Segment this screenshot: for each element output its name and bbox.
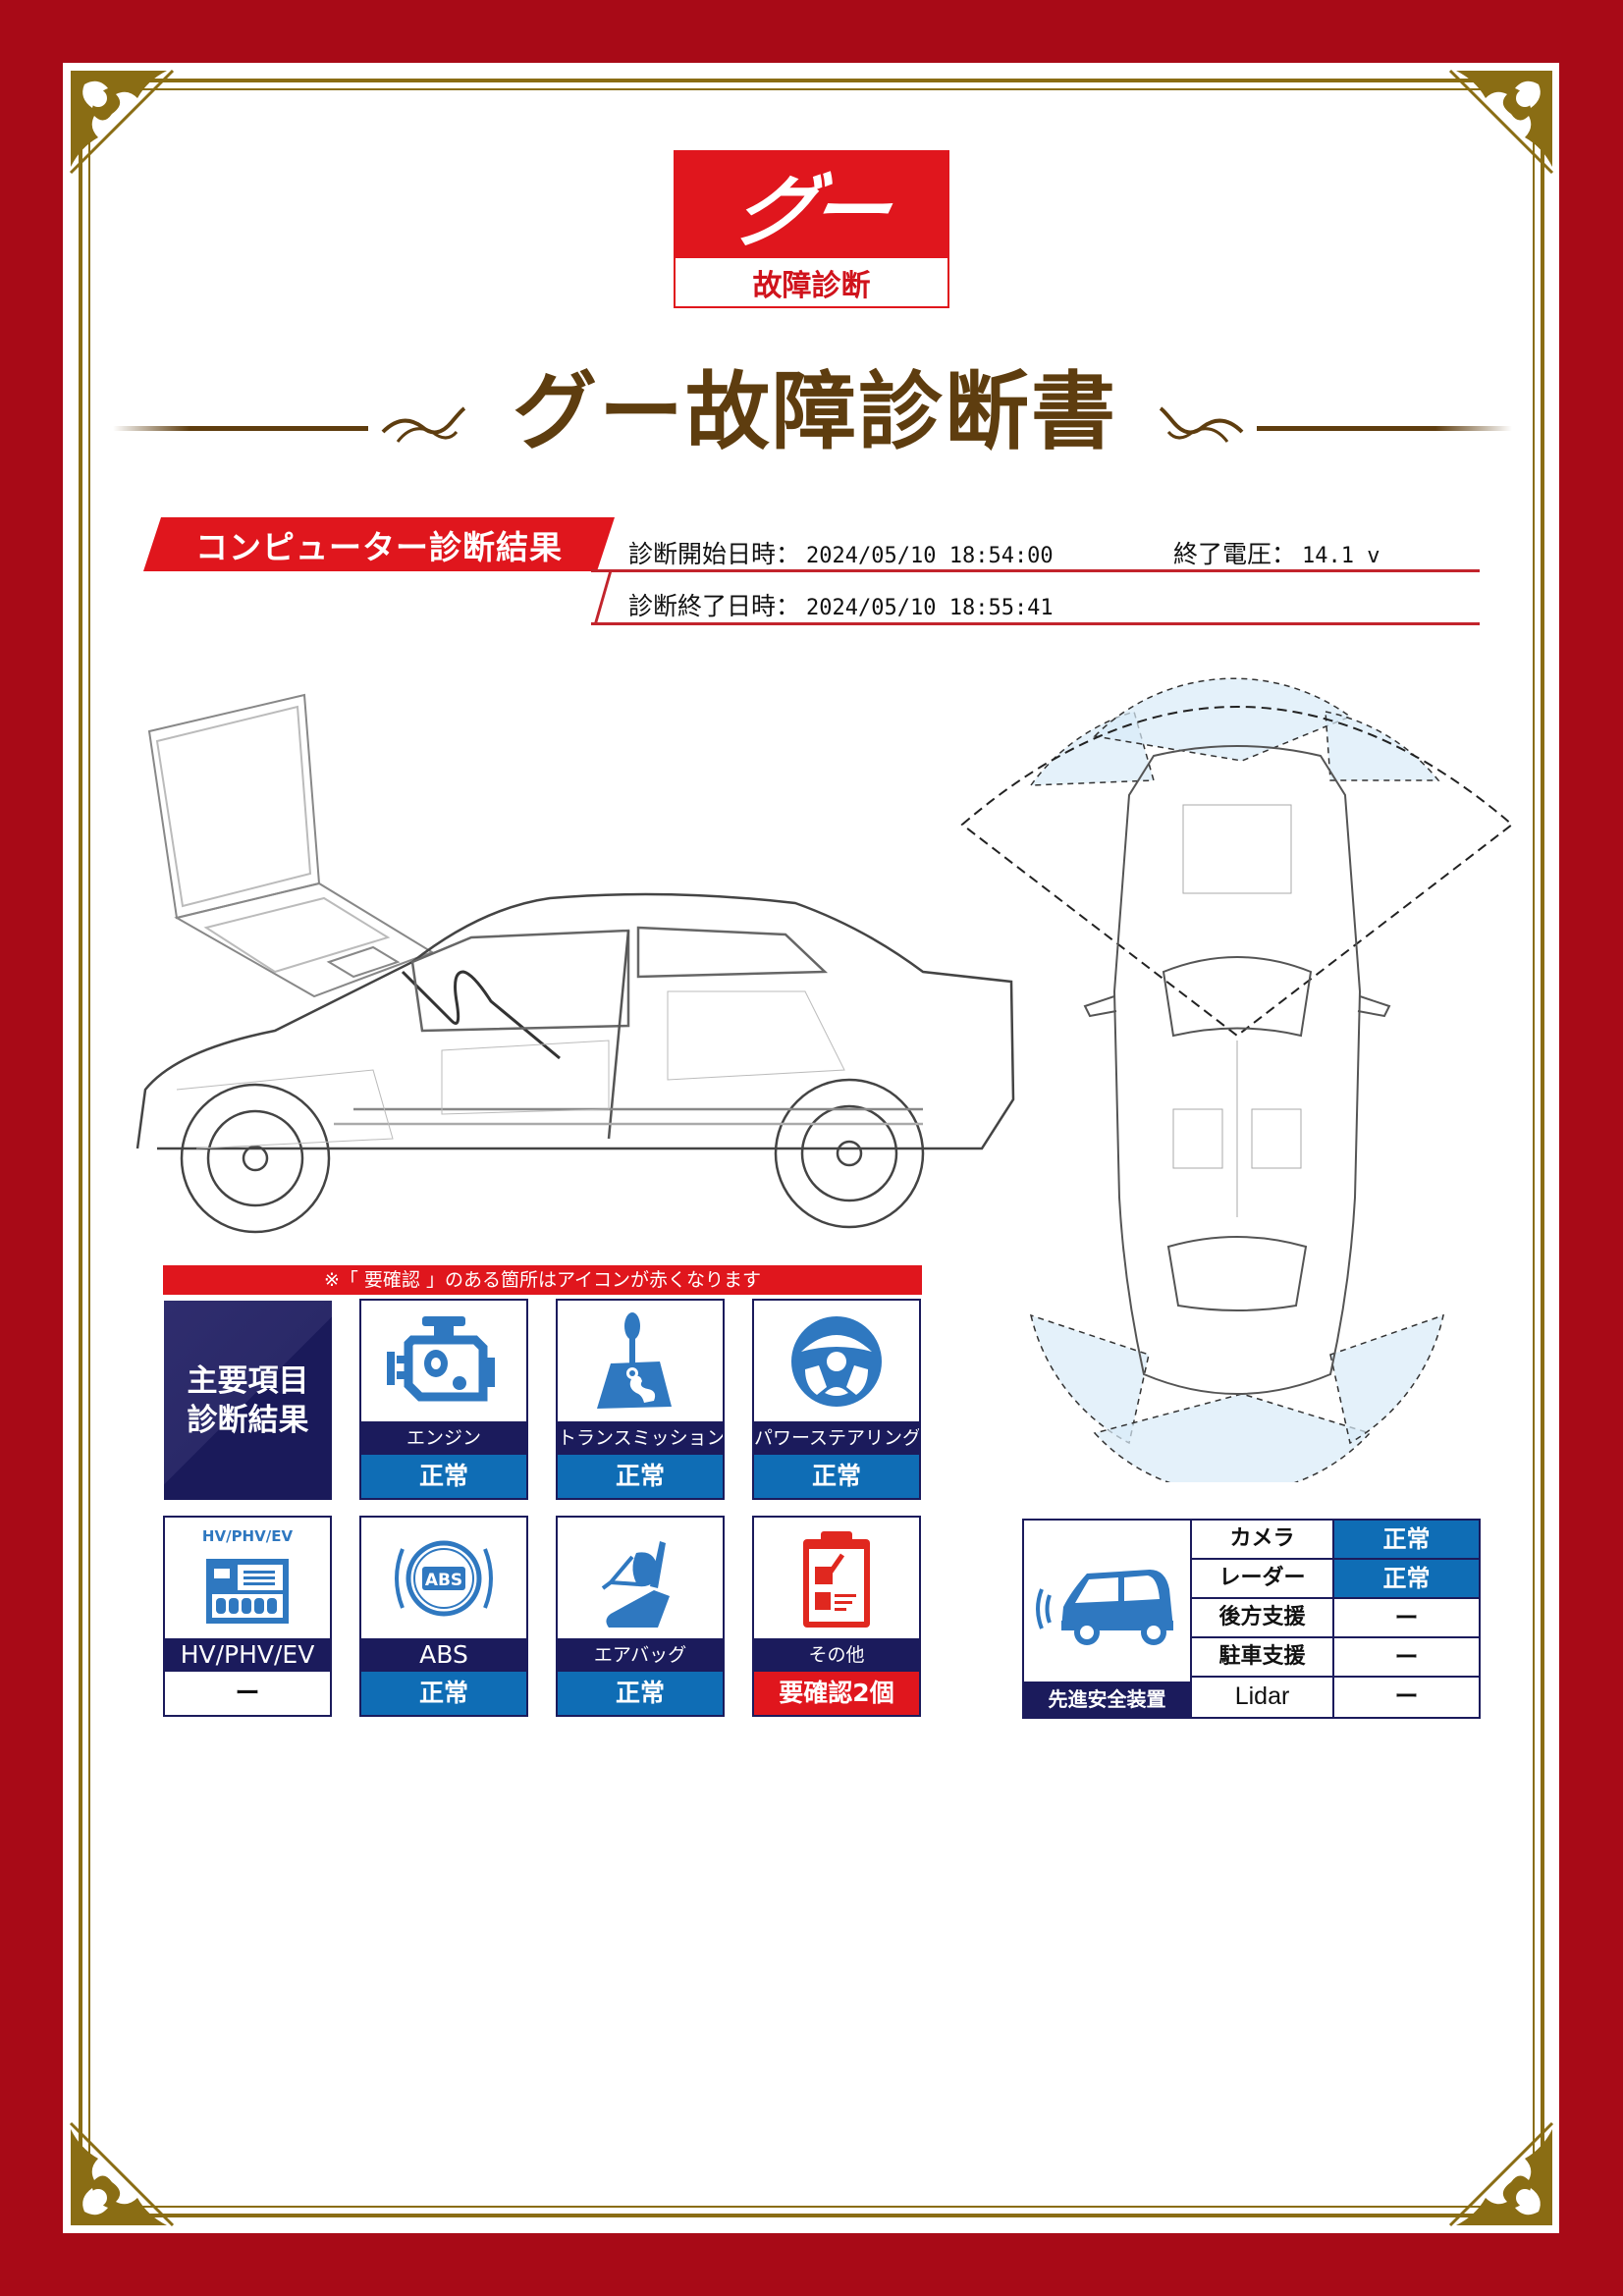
start-label: 診断開始日時： (628, 540, 801, 568)
adas-caption: 先進安全装置 (1024, 1682, 1190, 1717)
logo-subtitle: 故障診断 (752, 268, 871, 303)
card-engine-status: 正常 (361, 1455, 526, 1498)
card-hv-phv-ev: HV/PHV/EV HV/PHV/EV ー (163, 1516, 332, 1717)
checklist-icon (803, 1530, 870, 1628)
adas-radar-label: レーダー (1192, 1560, 1334, 1597)
start-value: 2024/05/10 18:54:00 (806, 544, 1054, 568)
card-hv-status: ー (165, 1672, 330, 1715)
adas-rear-label: 後方支援 (1192, 1599, 1334, 1636)
adas-lidar-label: Lidar (1192, 1678, 1334, 1717)
laptop-icon (147, 693, 435, 998)
abs-icon: ABS (395, 1540, 493, 1616)
logo-mark: グー (676, 152, 947, 258)
flourish-right-icon (1159, 406, 1244, 443)
card-engine-name: エンジン (361, 1421, 526, 1455)
goo-logo: グー 故障診断 (674, 150, 949, 308)
card-airbag: エアバッグ 正常 (556, 1516, 725, 1717)
card-power-steering-name: パワーステアリング (754, 1421, 919, 1455)
card-abs-name: ABS (361, 1638, 526, 1672)
adas-lidar-value: ー (1394, 1682, 1419, 1710)
engine-icon (387, 1315, 495, 1401)
title-rule-right (1257, 426, 1512, 431)
title-row: グー故障診断書 (113, 363, 1512, 461)
corner-ornament-icon (1446, 69, 1554, 177)
end-voltage: 終了電圧：14.1 v (1173, 535, 1380, 570)
card-abs-status: 正常 (361, 1672, 526, 1715)
adas-row-rear-assist: 後方支援 ー (1192, 1599, 1479, 1638)
card-hv-name: HV/PHV/EV (165, 1638, 330, 1672)
transmission-icon (597, 1311, 672, 1409)
card-transmission: トランスミッション 正常 (556, 1299, 725, 1500)
end-label: 診断終了日時： (628, 592, 801, 620)
diagnosis-start: 診断開始日時：2024/05/10 18:54:00 (628, 535, 1054, 570)
page-title: グー故障診断書 (513, 363, 1117, 461)
diagnosis-end: 診断終了日時：2024/05/10 18:55:41 (628, 587, 1054, 622)
card-transmission-status: 正常 (558, 1455, 723, 1498)
meta-underline-2 (591, 622, 1480, 625)
main-items-label: 主要項目診断結果 (164, 1301, 332, 1500)
card-airbag-status: 正常 (558, 1672, 723, 1715)
laptop-car-illustration (118, 677, 1031, 1247)
adas-row-radar: レーダー正常 (1192, 1560, 1479, 1599)
flourish-left-icon (381, 406, 466, 443)
computer-result-banner-text: コンピューター診断結果 (195, 527, 563, 566)
adas-row-parking-assist: 駐車支援 ー (1192, 1638, 1479, 1678)
notice-bar: ※「 要確認 」のある箇所はアイコンが赤くなります (163, 1265, 922, 1295)
adas-row-lidar: Lidar ー (1192, 1678, 1479, 1717)
voltage-label: 終了電圧： (1173, 540, 1297, 568)
card-other-name: その他 (754, 1638, 919, 1672)
svg-text:ABS: ABS (425, 1571, 462, 1590)
adas-camera-label: カメラ (1192, 1521, 1334, 1558)
end-value: 2024/05/10 18:55:41 (806, 596, 1054, 620)
card-other: その他 要確認2個 (752, 1516, 921, 1717)
gold-frame-inner (88, 88, 1535, 2208)
adas-radar-value: 正常 (1334, 1560, 1479, 1597)
card-transmission-name: トランスミッション (558, 1421, 723, 1455)
adas-parking-label: 駐車支援 (1192, 1638, 1334, 1676)
airbag-icon (601, 1540, 670, 1628)
top-view-car-sensor-diagram (957, 667, 1522, 1482)
corner-ornament-icon (69, 2119, 177, 2227)
meta-underline-1 (591, 569, 1480, 572)
car-sensor-icon (1036, 1570, 1173, 1645)
main-items-label-line2: 診断結果 (187, 1402, 309, 1438)
adas-camera-value: 正常 (1334, 1521, 1479, 1558)
gold-frame-outer (79, 79, 1544, 2217)
card-engine: エンジン 正常 (359, 1299, 528, 1500)
svg-text:HV/PHV/EV: HV/PHV/EV (202, 1527, 294, 1545)
card-power-steering-status: 正常 (754, 1455, 919, 1498)
card-power-steering: パワーステアリング 正常 (752, 1299, 921, 1500)
corner-ornament-icon (69, 69, 177, 177)
card-other-status: 要確認2個 (754, 1672, 919, 1715)
main-items-label-line1: 主要項目 (187, 1362, 309, 1399)
computer-result-banner: コンピューター診断結果 (143, 517, 615, 571)
title-rule-left (113, 426, 368, 431)
card-airbag-name: エアバッグ (558, 1638, 723, 1672)
adas-row-camera: カメラ正常 (1192, 1521, 1479, 1560)
voltage-value: 14.1 v (1302, 544, 1380, 568)
logo-mark-text: グー (726, 166, 895, 257)
steering-wheel-icon (791, 1315, 882, 1407)
adas-rear-value: ー (1394, 1604, 1419, 1631)
card-abs: ABS ABS 正常 (359, 1516, 528, 1717)
battery-icon: HV/PHV/EV (202, 1527, 294, 1624)
adas-left: 先進安全装置 (1024, 1521, 1192, 1717)
adas-parking-value: ー (1394, 1643, 1419, 1671)
corner-ornament-icon (1446, 2119, 1554, 2227)
